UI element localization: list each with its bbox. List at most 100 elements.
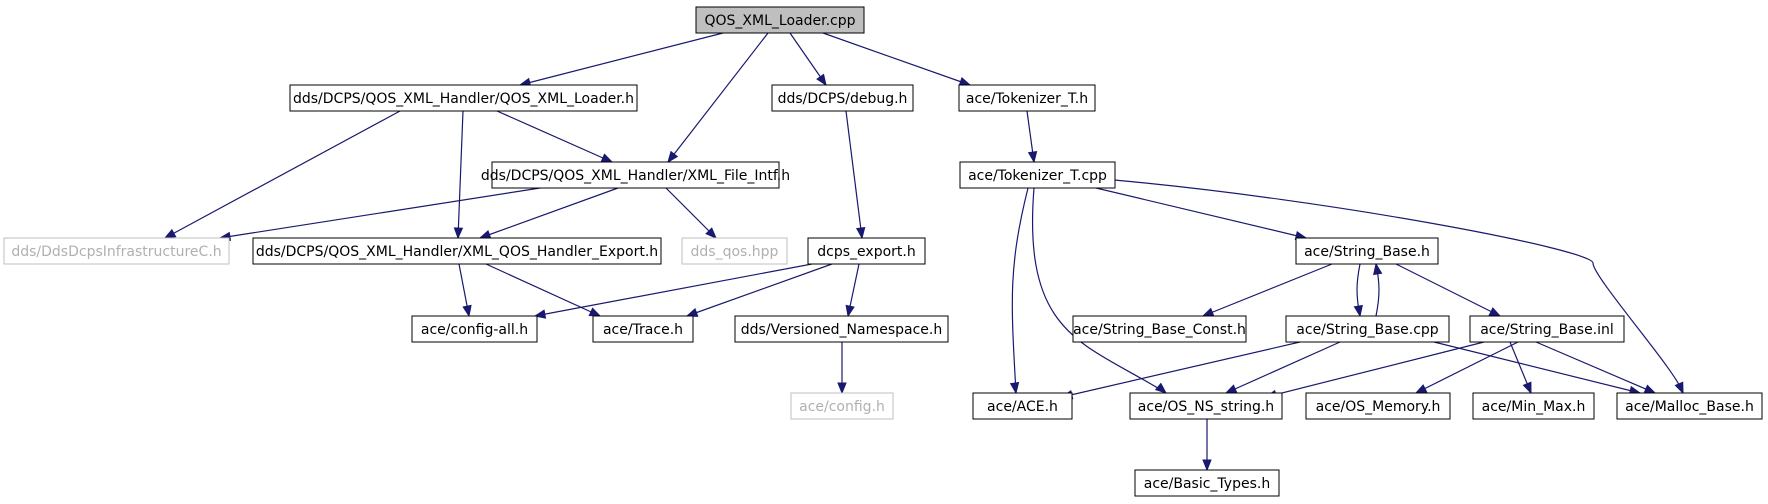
- arrowhead: [478, 229, 492, 239]
- node-ace-h[interactable]: ace/ACE.h: [972, 392, 1073, 420]
- edge-line: [1225, 341, 1341, 394]
- node-string-base-inl[interactable]: ace/String_Base.inl: [1469, 315, 1625, 343]
- edge-os_ns_string-to-basic_types: [1202, 419, 1212, 472]
- arrowhead: [1154, 382, 1168, 394]
- arrowhead: [462, 304, 472, 318]
- node-label: QOS_XML_Loader.cpp: [705, 13, 856, 29]
- edge-line: [219, 187, 541, 239]
- edge-line: [1265, 341, 1485, 398]
- edge-line: [1061, 341, 1301, 398]
- node-dds-qos: dds_qos.hpp: [681, 237, 788, 265]
- node-loader-h[interactable]: dds/DCPS/QOS_XML_Handler/QOS_XML_Loader.…: [289, 84, 638, 112]
- edge-line: [485, 263, 601, 317]
- edge-string_base_inl-to-min_max: [1509, 341, 1532, 395]
- node-label: ace/String_Base.h: [1304, 244, 1430, 260]
- node-box: [958, 84, 1096, 112]
- node-string-base-const[interactable]: ace/String_Base_Const.h: [1072, 315, 1247, 343]
- edge-versioned_ns-to-config_h: [837, 342, 847, 395]
- node-label: ace/String_Base.inl: [1480, 322, 1614, 338]
- edge-line: [534, 263, 813, 317]
- node-box: [1469, 315, 1625, 343]
- edge-string_base_inl-to-os_memory: [1414, 341, 1519, 394]
- node-label: dds/Versioned_Namespace.h: [741, 322, 942, 338]
- edge-xml_file_intf-to-dds_infra: [218, 187, 541, 242]
- nodes-layer: QOS_XML_Loader.cpp dds/DCPS/QOS_XML_Handl…: [3, 6, 1763, 497]
- node-os-memory[interactable]: ace/OS_Memory.h: [1305, 392, 1451, 420]
- node-debug-h[interactable]: dds/DCPS/debug.h: [771, 84, 914, 112]
- node-dds-infra: dds/DdsDcpsInfrastructureC.h: [3, 237, 230, 265]
- edge-line: [479, 187, 619, 239]
- node-box: [3, 237, 230, 265]
- edge-string_base_inl-to-malloc_base: [1535, 341, 1657, 394]
- node-label: ace/OS_Memory.h: [1316, 399, 1441, 415]
- node-label: ace/Min_Max.h: [1482, 399, 1586, 415]
- edge-xml_file_intf-to-dds_qos: [665, 187, 717, 239]
- edge-line: [164, 110, 401, 239]
- node-label: dds_qos.hpp: [691, 244, 779, 260]
- edge-handler_export-to-config_all: [458, 263, 472, 318]
- edge-dcps_export-to-versioned_ns: [845, 263, 860, 318]
- edge-tokenizer_h-to-tokenizer_cpp: [1026, 110, 1038, 164]
- node-handler-export[interactable]: dds/DCPS/QOS_XML_Handler/XML_QOS_Handler…: [252, 237, 662, 265]
- arrowhead: [1201, 307, 1215, 317]
- edge-line: [519, 32, 724, 86]
- node-label: ace/config-all.h: [421, 322, 528, 338]
- node-xml-file-intf[interactable]: dds/DCPS/QOS_XML_Handler/XML_File_Intf.h: [481, 161, 790, 189]
- edge-tokenizer_cpp-to-string_base_h: [1095, 187, 1308, 241]
- edge-loader_h-to-handler_export: [453, 110, 464, 240]
- node-trace-h[interactable]: ace/Trace.h: [592, 315, 694, 343]
- arrowhead: [533, 309, 547, 319]
- edge-line: [845, 110, 863, 239]
- arrowhead: [816, 73, 827, 87]
- node-label: ace/config.h: [799, 399, 885, 415]
- edges-layer: [163, 32, 1684, 472]
- edge-line: [457, 110, 464, 239]
- edge-loader_h-to-xml_file_intf: [496, 110, 614, 163]
- node-label: ace/ACE.h: [987, 399, 1058, 415]
- node-box: [411, 315, 538, 343]
- edge-line: [1433, 341, 1641, 394]
- node-label: ace/Malloc_Base.h: [1625, 399, 1754, 415]
- edge-string_base_cpp-to-ace_h: [1060, 341, 1301, 400]
- node-label: ace/String_Base.cpp: [1296, 322, 1439, 338]
- edge-line: [1415, 341, 1519, 394]
- arrowhead: [685, 307, 699, 317]
- edge-line: [667, 32, 769, 163]
- edge-xml_file_intf-to-handler_export: [478, 187, 619, 239]
- edge-line: [1395, 263, 1501, 317]
- node-config-all[interactable]: ace/config-all.h: [411, 315, 538, 343]
- node-label: dds/DCPS/QOS_XML_Handler/XML_File_Intf.h: [481, 168, 790, 184]
- node-tokenizer-h[interactable]: ace/Tokenizer_T.h: [958, 84, 1096, 112]
- node-malloc-base[interactable]: ace/Malloc_Base.h: [1616, 392, 1763, 420]
- node-versioned-ns[interactable]: dds/Versioned_Namespace.h: [734, 315, 949, 343]
- edge-string_base_cpp-to-os_ns_string: [1224, 341, 1341, 394]
- node-basic-types[interactable]: ace/Basic_Types.h: [1134, 469, 1280, 497]
- node-box: [771, 84, 914, 112]
- node-tokenizer-cpp[interactable]: ace/Tokenizer_T.cpp: [959, 161, 1116, 189]
- arrowhead: [1027, 150, 1038, 164]
- edge-line: [1113, 179, 1684, 394]
- node-box: [734, 315, 949, 343]
- node-box: [959, 161, 1116, 189]
- edge-string_base_h-to-string_base_cpp: [1353, 263, 1363, 318]
- node-label: dcps_export.h: [817, 244, 915, 260]
- node-box: [695, 6, 865, 34]
- arrowhead: [667, 150, 679, 164]
- node-config-h: ace/config.h: [790, 392, 894, 420]
- node-box: [1072, 315, 1247, 343]
- node-string-base-cpp[interactable]: ace/String_Base.cpp: [1285, 315, 1450, 343]
- edge-line: [822, 32, 971, 86]
- edge-tokenizer_cpp-to-ace_h: [1009, 187, 1029, 395]
- node-os-ns-string[interactable]: ace/OS_NS_string.h: [1129, 392, 1283, 420]
- edge-line: [496, 110, 613, 163]
- node-dcps-export[interactable]: dcps_export.h: [807, 237, 926, 265]
- arrowhead: [1224, 384, 1238, 394]
- node-box: [1134, 469, 1280, 497]
- node-label: dds/DCPS/debug.h: [778, 91, 908, 107]
- node-min-max[interactable]: ace/Min_Max.h: [1472, 392, 1595, 420]
- node-string-base-h[interactable]: ace/String_Base.h: [1295, 237, 1439, 265]
- node-box: [1129, 392, 1283, 420]
- node-box: [592, 315, 694, 343]
- edge-line: [1202, 263, 1333, 317]
- arrowhead: [1488, 307, 1502, 317]
